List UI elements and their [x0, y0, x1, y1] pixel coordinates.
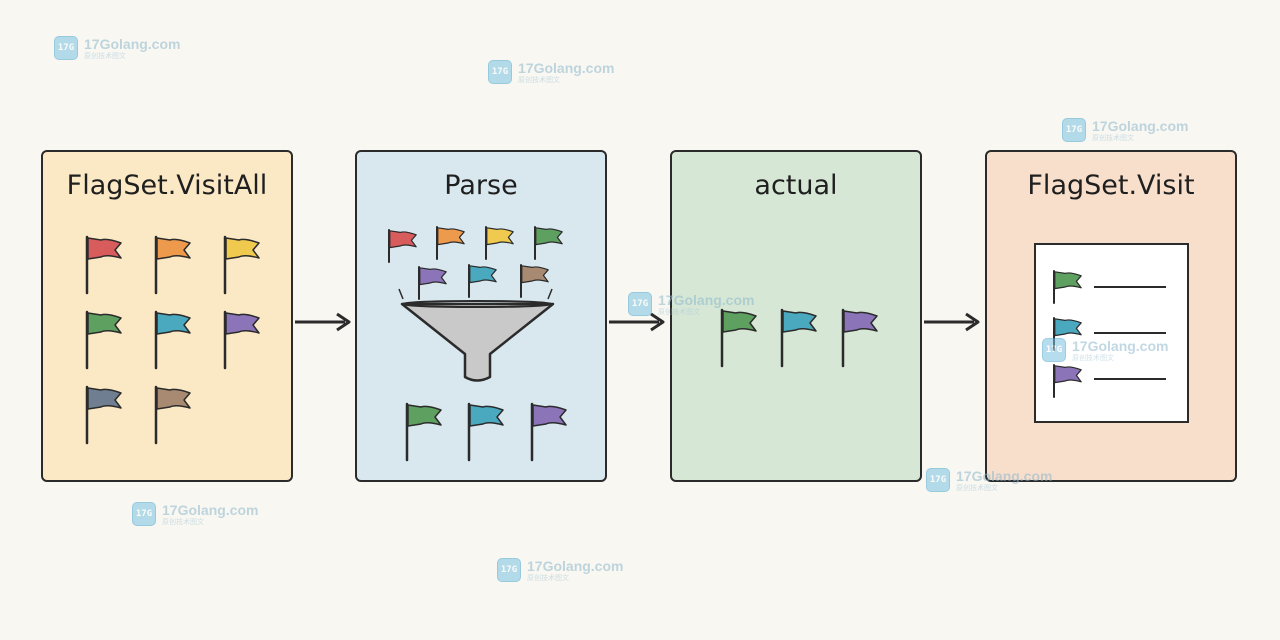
arrow-icon — [295, 312, 351, 332]
watermark-icon: 17G — [628, 292, 652, 316]
watermark-subtext: 原创技术图文 — [956, 483, 998, 492]
flag-icon — [154, 235, 191, 295]
flag-icon — [417, 265, 447, 301]
flag-icon — [841, 308, 878, 368]
watermark-text: 17Golang.com — [1092, 117, 1189, 134]
watermark-icon: 17G — [1062, 118, 1086, 142]
watermark-subtext: 原创技术图文 — [162, 517, 204, 526]
flag-icon — [720, 308, 757, 368]
flag-icon — [387, 228, 417, 264]
flag-icon — [1052, 363, 1082, 399]
watermark-icon: 17G — [1042, 338, 1066, 362]
flag-icon — [1052, 269, 1082, 305]
watermark-icon: 17G — [54, 36, 78, 60]
flag-icon — [780, 308, 817, 368]
watermark-subtext: 原创技术图文 — [1072, 353, 1114, 362]
arrow-icon — [924, 312, 980, 332]
flag-icon — [435, 225, 465, 261]
parse-illustration — [387, 225, 567, 462]
watermark-text: 17Golang.com — [1072, 337, 1169, 354]
watermark-text: 17Golang.com — [658, 291, 755, 308]
actual-flags — [720, 308, 878, 368]
watermark-text: 17Golang.com — [956, 467, 1053, 484]
flag-icon — [467, 263, 497, 299]
panel-visit: FlagSet.Visit — [985, 150, 1237, 482]
watermark-icon: 17G — [488, 60, 512, 84]
panel-parse: Parse — [355, 150, 607, 482]
panel-title-actual: actual — [754, 170, 838, 201]
watermark-icon: 17G — [497, 558, 521, 582]
watermark-subtext: 原创技术图文 — [527, 573, 569, 582]
flag-icon — [85, 235, 122, 295]
watermark-subtext: 原创技术图文 — [518, 75, 560, 84]
flag-icon — [223, 235, 260, 295]
flag-icon — [85, 385, 122, 445]
watermark-text: 17Golang.com — [518, 59, 615, 76]
watermark-subtext: 原创技术图文 — [658, 307, 700, 316]
flag-icon — [533, 225, 563, 261]
flag-icon — [405, 402, 442, 462]
watermark-icon: 17G — [132, 502, 156, 526]
watermark-text: 17Golang.com — [84, 35, 181, 52]
flag-icon — [154, 385, 191, 445]
panel-title-visitall: FlagSet.VisitAll — [66, 170, 268, 201]
flag-icon — [154, 310, 191, 370]
flag-icon — [223, 310, 260, 370]
watermark-text: 17Golang.com — [527, 557, 624, 574]
watermark-text: 17Golang.com — [162, 501, 259, 518]
flag-icon — [85, 310, 122, 370]
flag-icon — [519, 263, 549, 299]
panel-title-visit: FlagSet.Visit — [1027, 170, 1195, 201]
flag-icon — [467, 402, 504, 462]
flag-list — [1052, 269, 1166, 399]
watermark-subtext: 原创技术图文 — [1092, 133, 1134, 142]
arrow-icon — [609, 312, 665, 332]
funnel-icon — [400, 300, 555, 382]
flag-icon — [484, 225, 514, 261]
panel-actual: actual — [670, 150, 922, 482]
visitall-flags — [85, 235, 260, 445]
watermark-icon: 17G — [926, 468, 950, 492]
watermark-subtext: 原创技术图文 — [84, 51, 126, 60]
flag-list-card — [1034, 243, 1189, 423]
panel-title-parse: Parse — [444, 170, 518, 201]
flag-icon — [530, 402, 567, 462]
panel-visitall: FlagSet.VisitAll — [41, 150, 293, 482]
